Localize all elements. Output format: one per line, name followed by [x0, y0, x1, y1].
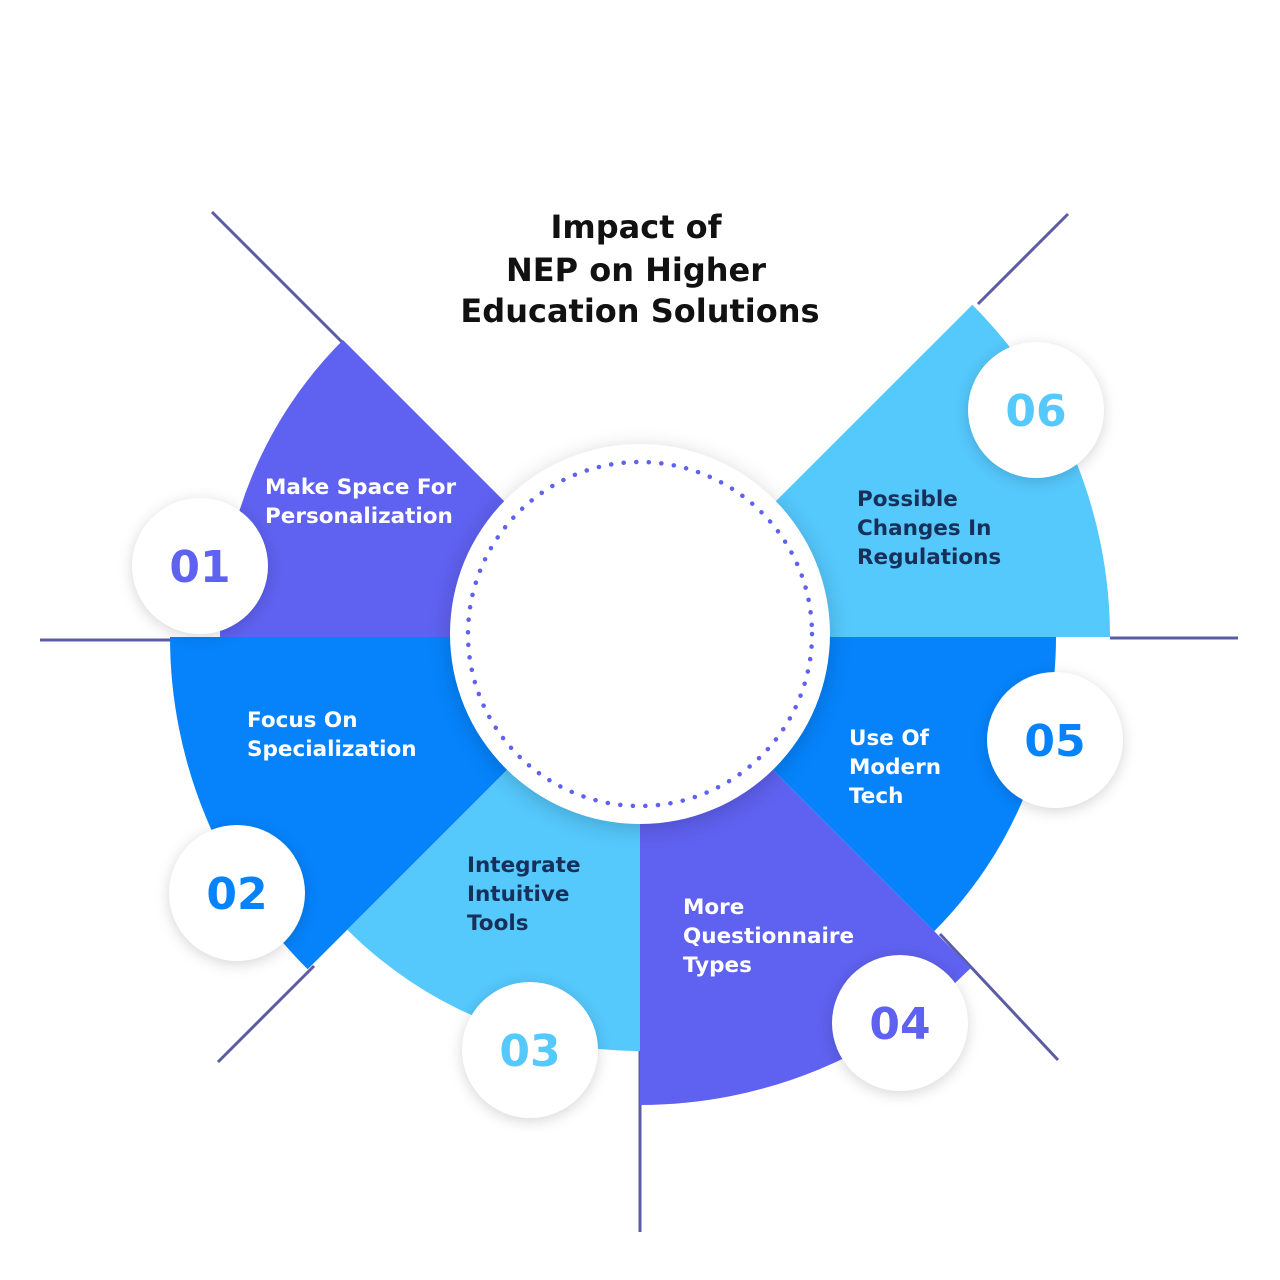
title-line: NEP on Higher — [506, 251, 766, 289]
number-badge-05: 05 — [987, 672, 1123, 808]
badge-circle — [132, 498, 268, 634]
badge-circle — [832, 955, 968, 1091]
title-line: Impact of — [550, 208, 722, 246]
number-badge-06: 06 — [968, 342, 1104, 478]
badge-number: 05 — [1024, 716, 1085, 767]
number-badge-04: 04 — [832, 955, 968, 1091]
number-badge-01: 01 — [132, 498, 268, 634]
segment-label-line: Specialization — [247, 737, 417, 762]
center-dotted-ring — [465, 459, 815, 809]
divider-line — [216, 964, 316, 1064]
segment-label-02: Focus On Specialization — [247, 708, 417, 762]
badge-circle — [968, 342, 1104, 478]
badge-number: 01 — [169, 542, 230, 593]
badge-number: 02 — [206, 869, 267, 920]
badge-circle — [462, 982, 598, 1118]
segment-label-line: Questionnaire — [683, 924, 854, 949]
segment-label-line: Focus On — [247, 708, 358, 733]
divider-line — [938, 932, 1060, 1062]
segment-label-line: Use Of — [849, 726, 930, 751]
segment-label-line: Intuitive — [467, 882, 570, 907]
badge-circle — [169, 825, 305, 961]
segment-label-line: Make Space For — [265, 475, 456, 500]
segment-label-line: Regulations — [857, 545, 1001, 570]
number-badge-02: 02 — [169, 825, 305, 961]
segment-label-line: Types — [683, 953, 752, 978]
segment-label-line: Changes In — [857, 516, 991, 541]
badge-number: 04 — [869, 999, 930, 1050]
title-line: Education Solutions — [460, 292, 819, 330]
segment-label-line: Tools — [467, 911, 529, 936]
number-badge-03: 03 — [462, 982, 598, 1118]
segment-label-line: More — [683, 895, 744, 920]
title: Impact of NEP on Higher Education Soluti… — [460, 208, 819, 330]
segment-label-line: Integrate — [467, 853, 581, 878]
divider-line — [976, 212, 1070, 306]
segment-label-line: Tech — [849, 784, 903, 809]
segment-label-line: Personalization — [265, 504, 453, 529]
center-hub — [450, 444, 830, 824]
number-badges: 01 02 03 04 05 06 — [132, 342, 1123, 1118]
center-circle — [450, 444, 830, 824]
badge-circle — [987, 672, 1123, 808]
segment-label-line: Possible — [857, 487, 958, 512]
segment-label-line: Modern — [849, 755, 941, 780]
badge-number: 06 — [1005, 386, 1066, 437]
badge-number: 03 — [499, 1026, 560, 1077]
